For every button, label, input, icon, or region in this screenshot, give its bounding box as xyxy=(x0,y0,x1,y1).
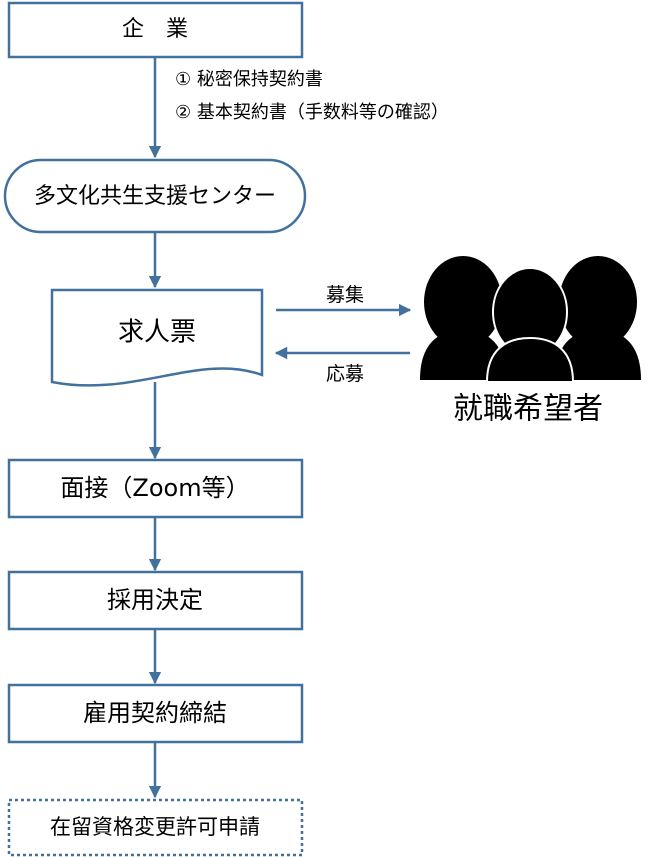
apply-label: 応募 xyxy=(326,363,364,385)
company-box xyxy=(7,1,304,59)
hiring-box xyxy=(7,570,304,631)
note-basic-contract: ② 基本契約書（手数料等の確認） xyxy=(175,102,449,123)
center-terminator xyxy=(3,158,307,234)
person-left-icon xyxy=(420,256,506,380)
recruit-label: 募集 xyxy=(326,284,364,306)
person-center-icon xyxy=(485,267,575,383)
note-nda: ① 秘密保持契約書 xyxy=(175,69,323,90)
contract-label: 雇用契約締結 xyxy=(83,699,227,727)
hiring-label: 採用決定 xyxy=(107,586,203,614)
visa-label: 在留資格変更許可申請 xyxy=(50,815,260,839)
person-right-icon xyxy=(555,256,641,380)
job-ticket-label: 求人票 xyxy=(118,318,196,348)
job-ticket-document xyxy=(50,288,264,387)
company-label: 企 業 xyxy=(122,17,188,42)
interview-box xyxy=(7,458,304,519)
interview-label: 面接（Zoom等） xyxy=(60,474,249,502)
visa-box xyxy=(7,798,304,857)
center-label: 多文化共生支援センター xyxy=(34,184,276,209)
people-silhouette-icon xyxy=(420,256,641,383)
contract-box xyxy=(7,683,304,744)
job-seekers-label: 就職希望者 xyxy=(453,392,603,427)
